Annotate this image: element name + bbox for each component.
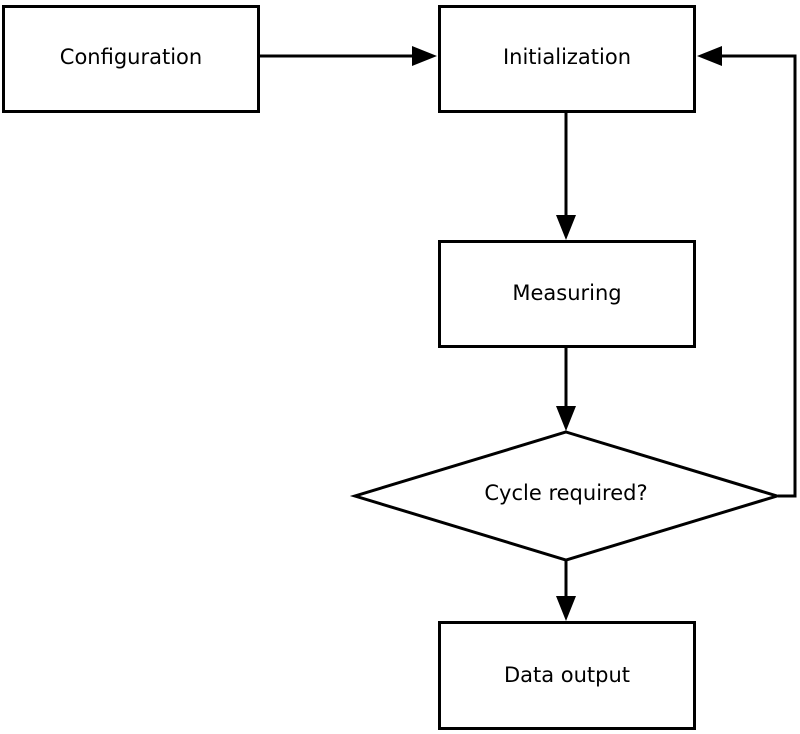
edge-cycle-required-to-data-output: [556, 561, 576, 621]
node-initialization-label: Initialization: [503, 45, 631, 69]
edges-layer: [260, 46, 797, 621]
node-cycle-required-label: Cycle required?: [484, 481, 647, 505]
node-measuring-label: Measuring: [512, 281, 621, 305]
node-cycle-required[interactable]: Cycle required?: [349, 430, 783, 562]
node-configuration-shape[interactable]: [2, 5, 260, 113]
arrowhead-left-icon: [697, 46, 722, 66]
node-data-output-shape[interactable]: [438, 621, 696, 730]
arrowhead-down-icon: [556, 406, 576, 431]
edge-configuration-to-initialization: [260, 46, 437, 66]
node-measuring-shape[interactable]: [438, 240, 696, 348]
node-configuration[interactable]: Configuration: [2, 5, 260, 113]
arrowhead-down-icon: [556, 596, 576, 621]
node-data-output[interactable]: Data output: [438, 621, 696, 730]
edge-initialization-to-measuring: [556, 113, 576, 240]
edge-cycle-required-to-initialization: [697, 46, 797, 498]
node-configuration-label: Configuration: [60, 45, 202, 69]
edge-line: [719, 54, 797, 498]
arrowhead-right-icon: [412, 46, 437, 66]
nodes-layer: Configuration Initialization Measuring C…: [2, 5, 783, 730]
node-measuring[interactable]: Measuring: [438, 240, 696, 348]
edge-measuring-to-cycle-required: [556, 348, 576, 431]
node-initialization[interactable]: Initialization: [438, 5, 696, 113]
node-cycle-required-shape[interactable]: [349, 430, 783, 562]
node-initialization-shape[interactable]: [438, 5, 696, 113]
arrowhead-down-icon: [556, 215, 576, 240]
node-data-output-label: Data output: [504, 663, 630, 687]
